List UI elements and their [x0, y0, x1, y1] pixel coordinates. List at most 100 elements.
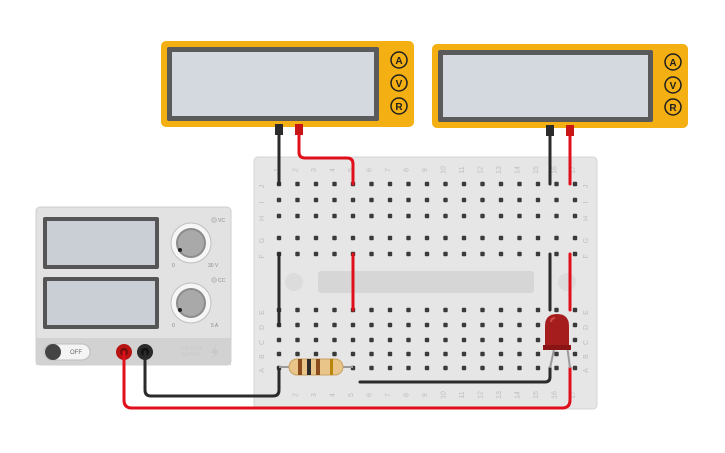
- hole-d5[interactable]: [350, 322, 356, 328]
- hole-b7[interactable]: [387, 351, 393, 357]
- hole-i13[interactable]: [498, 197, 504, 203]
- hole-j4[interactable]: [332, 181, 337, 187]
- hole-a16[interactable]: [554, 365, 559, 371]
- hole-c17[interactable]: [572, 337, 578, 343]
- hole-i4[interactable]: [332, 197, 337, 203]
- breadboard-holes[interactable]: [276, 181, 578, 371]
- probe-red-left[interactable]: [295, 124, 303, 135]
- hole-c7[interactable]: [387, 337, 393, 343]
- hole-b14[interactable]: [517, 351, 522, 357]
- multimeter-right[interactable]: A V R: [432, 44, 688, 136]
- hole-h1[interactable]: [276, 213, 282, 219]
- hole-f16[interactable]: [554, 251, 559, 257]
- hole-f17[interactable]: [572, 251, 578, 257]
- hole-f7[interactable]: [387, 251, 393, 257]
- hole-g6[interactable]: [369, 235, 374, 241]
- hole-i10[interactable]: [443, 197, 448, 203]
- hole-i15[interactable]: [535, 197, 541, 203]
- hole-g15[interactable]: [535, 235, 541, 241]
- hole-d15[interactable]: [535, 322, 541, 328]
- hole-h15[interactable]: [535, 213, 541, 219]
- hole-i8[interactable]: [406, 197, 411, 203]
- probe-black-right[interactable]: [546, 125, 554, 136]
- hole-d2[interactable]: [295, 322, 300, 328]
- wires[interactable]: [122, 133, 572, 410]
- hole-d7[interactable]: [387, 322, 393, 328]
- hole-g17[interactable]: [572, 235, 578, 241]
- hole-h9[interactable]: [424, 213, 430, 219]
- hole-h12[interactable]: [480, 213, 485, 219]
- hole-j16[interactable]: [554, 181, 559, 187]
- hole-f2[interactable]: [295, 251, 300, 257]
- hole-i9[interactable]: [424, 197, 430, 203]
- hole-g7[interactable]: [387, 235, 393, 241]
- hole-d4[interactable]: [332, 322, 337, 328]
- hole-e2[interactable]: [295, 307, 300, 313]
- hole-b17[interactable]: [572, 351, 578, 357]
- hole-e9[interactable]: [424, 307, 430, 313]
- hole-c10[interactable]: [443, 337, 448, 343]
- hole-j15[interactable]: [535, 181, 541, 187]
- probe-red-right[interactable]: [566, 125, 574, 136]
- hole-i16[interactable]: [554, 197, 559, 203]
- hole-b5[interactable]: [350, 351, 356, 357]
- hole-j12[interactable]: [480, 181, 485, 187]
- hole-e12[interactable]: [480, 307, 485, 313]
- hole-g12[interactable]: [480, 235, 485, 241]
- hole-e6[interactable]: [369, 307, 374, 313]
- hole-f13[interactable]: [498, 251, 504, 257]
- hole-h8[interactable]: [406, 213, 411, 219]
- hole-c1[interactable]: [276, 337, 282, 343]
- hole-e8[interactable]: [406, 307, 411, 313]
- hole-d6[interactable]: [369, 322, 374, 328]
- hole-b9[interactable]: [424, 351, 430, 357]
- hole-h13[interactable]: [498, 213, 504, 219]
- wire-red-mm-left[interactable]: [297, 133, 355, 186]
- hole-c6[interactable]: [369, 337, 374, 343]
- hole-g2[interactable]: [295, 235, 300, 241]
- hole-j9[interactable]: [424, 181, 430, 187]
- hole-g3[interactable]: [313, 235, 319, 241]
- hole-f4[interactable]: [332, 251, 337, 257]
- volt-button[interactable]: V: [390, 74, 408, 92]
- hole-g11[interactable]: [461, 235, 467, 241]
- led[interactable]: [543, 314, 571, 369]
- hole-d10[interactable]: [443, 322, 448, 328]
- hole-j8[interactable]: [406, 181, 411, 187]
- hole-c5[interactable]: [350, 337, 356, 343]
- hole-f6[interactable]: [369, 251, 374, 257]
- hole-a17[interactable]: [572, 365, 578, 371]
- hole-h17[interactable]: [572, 213, 578, 219]
- hole-i2[interactable]: [295, 197, 300, 203]
- hole-h3[interactable]: [313, 213, 319, 219]
- hole-f15[interactable]: [535, 251, 541, 257]
- hole-d9[interactable]: [424, 322, 430, 328]
- hole-g9[interactable]: [424, 235, 430, 241]
- hole-f10[interactable]: [443, 251, 448, 257]
- hole-b1[interactable]: [276, 351, 282, 357]
- hole-d11[interactable]: [461, 322, 467, 328]
- hole-b16[interactable]: [554, 351, 559, 357]
- hole-d14[interactable]: [517, 322, 522, 328]
- hole-b2[interactable]: [295, 351, 300, 357]
- hole-f9[interactable]: [424, 251, 430, 257]
- hole-g14[interactable]: [517, 235, 522, 241]
- hole-a11[interactable]: [461, 365, 467, 371]
- hole-e17[interactable]: [572, 307, 578, 313]
- hole-i5[interactable]: [350, 197, 356, 203]
- resistor[interactable]: [279, 358, 353, 376]
- hole-f11[interactable]: [461, 251, 467, 257]
- multimeter-left[interactable]: A V R: [161, 41, 414, 135]
- power-switch[interactable]: OFF: [43, 343, 91, 361]
- hole-a6[interactable]: [369, 365, 374, 371]
- hole-j17[interactable]: [572, 181, 578, 187]
- hole-e10[interactable]: [443, 307, 448, 313]
- hole-i11[interactable]: [461, 197, 467, 203]
- hole-e7[interactable]: [387, 307, 393, 313]
- hole-i12[interactable]: [480, 197, 485, 203]
- hole-d8[interactable]: [406, 322, 411, 328]
- hole-g5[interactable]: [350, 235, 356, 241]
- hole-h6[interactable]: [369, 213, 374, 219]
- wire-black-bottom[interactable]: [358, 366, 552, 384]
